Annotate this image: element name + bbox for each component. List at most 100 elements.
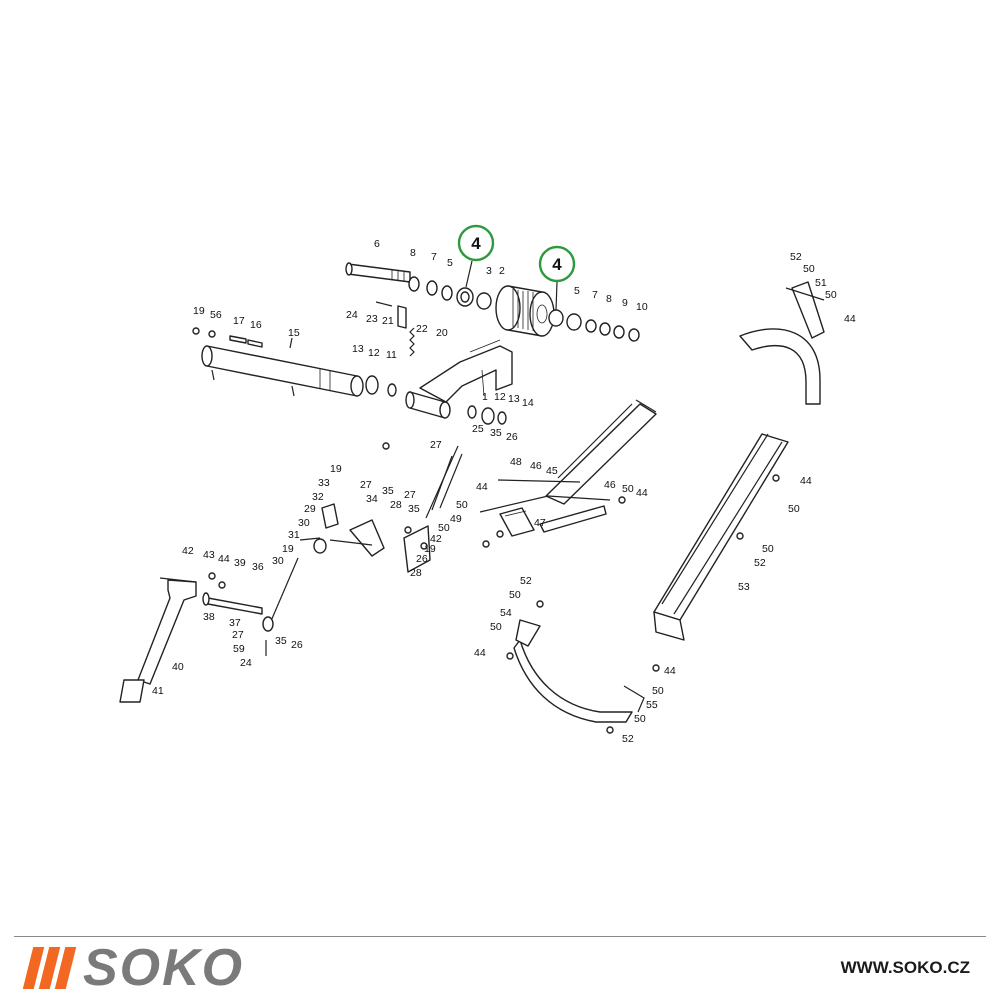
part-label-33: 30 <box>272 555 284 567</box>
part-label-2: 2 <box>499 265 505 277</box>
part-label-32: 31 <box>288 529 300 541</box>
part-label-52: 50 <box>438 522 450 534</box>
part-label-7: 7 <box>592 289 598 301</box>
part-label-15: 15 <box>288 327 300 339</box>
part-label-25: 25 <box>472 423 484 435</box>
part-label-54: 52 <box>622 733 634 745</box>
part-label-42: 40 <box>172 661 184 673</box>
part-label-36: 34 <box>366 493 378 505</box>
part-label-35: 33 <box>318 477 330 489</box>
part-label-46: 44 <box>800 475 812 487</box>
part-label-34: 32 <box>312 491 324 503</box>
part-label-5: 5 <box>574 285 580 297</box>
part-label-19: 19 <box>330 463 342 475</box>
part-label-52: 50 <box>456 499 468 511</box>
part-label-7: 7 <box>431 251 437 263</box>
footer-divider <box>14 936 986 937</box>
part-label-37: 35 <box>382 485 394 497</box>
part-label-49: 47 <box>534 517 546 529</box>
part-label-46: 44 <box>664 665 676 677</box>
part-label-52: 50 <box>762 543 774 555</box>
part-number-labels: 1 2 3 5 6 7 8 5 7 8 9 10 11 12 12 13 13 … <box>152 238 856 745</box>
part-label-13: 13 <box>352 343 364 355</box>
part-label-26: 26 <box>416 553 428 565</box>
website-link[interactable]: WWW.SOKO.CZ <box>840 958 970 977</box>
part-label-26: 26 <box>291 639 303 651</box>
part-label-40: 38 <box>203 611 215 623</box>
callouts: 4 4 <box>457 224 576 311</box>
part-label-45: 43 <box>203 549 215 561</box>
part-label-53: 51 <box>815 277 827 289</box>
part-label-52: 50 <box>803 263 815 275</box>
part-label-24: 24 <box>240 657 252 669</box>
part-label-28: 28 <box>410 567 422 579</box>
part-label-44: 42 <box>182 545 194 557</box>
part-label-19: 19 <box>282 543 294 555</box>
part-label-46: 44 <box>474 647 486 659</box>
part-label-52: 50 <box>490 621 502 633</box>
part-label-52: 50 <box>509 589 521 601</box>
part-label-12: 12 <box>494 391 506 403</box>
part-label-46: 44 <box>844 313 856 325</box>
part-label-39: 37 <box>229 617 241 629</box>
part-label-46: 44 <box>218 553 230 565</box>
part-label-38: 36 <box>252 561 264 573</box>
part-label-54: 52 <box>520 575 532 587</box>
part-label-48: 46 <box>604 479 616 491</box>
part-label-21: 21 <box>382 315 394 327</box>
part-label-41: 39 <box>234 557 246 569</box>
part-label-46: 44 <box>636 487 648 499</box>
part-label-8: 8 <box>606 293 612 305</box>
part-label-6: 6 <box>374 238 380 250</box>
part-label-43: 41 <box>152 685 164 697</box>
part-label-24: 24 <box>346 309 358 321</box>
part-label-56: 54 <box>500 607 512 619</box>
part-label-27: 27 <box>360 479 372 491</box>
callout-ring <box>538 245 576 283</box>
logo-bars-icon <box>22 947 77 989</box>
part-label-37: 35 <box>408 503 420 515</box>
part-label-50: 48 <box>510 456 522 468</box>
part-label-19: 19 <box>193 305 205 317</box>
part-label-13: 13 <box>508 393 520 405</box>
part-label-52: 50 <box>634 713 646 725</box>
part-label-37: 35 <box>275 635 287 647</box>
part-label-29: 28 <box>390 499 402 511</box>
part-label-16: 16 <box>250 319 262 331</box>
part-label-58: 55 <box>646 699 658 711</box>
part-label-59: 56 <box>210 309 222 321</box>
part-label-3: 3 <box>486 265 492 277</box>
part-label-11: 11 <box>386 349 397 361</box>
part-label-51: 49 <box>450 513 462 525</box>
part-label-10: 10 <box>636 301 648 313</box>
callout-ring <box>457 224 495 262</box>
part-label-52: 50 <box>788 503 800 515</box>
part-label-23: 23 <box>366 313 378 325</box>
part-label-22: 22 <box>416 323 428 335</box>
part-label-57: 59 <box>233 643 245 655</box>
part-label-48: 46 <box>530 460 542 472</box>
part-label-52: 50 <box>652 685 664 697</box>
callout-label: 4 <box>552 255 562 274</box>
part-label-44: 42 <box>430 533 442 545</box>
part-label-17: 17 <box>233 315 245 327</box>
drawing-lines <box>119 262 825 734</box>
part-label-9: 9 <box>622 297 628 309</box>
part-label-26: 26 <box>506 431 518 443</box>
part-label-52: 50 <box>622 483 634 495</box>
part-label-27: 27 <box>430 439 442 451</box>
part-label-8: 8 <box>410 247 416 259</box>
part-label-46: 44 <box>476 481 488 493</box>
part-label-31: 30 <box>298 517 310 529</box>
part-label-1: 1 <box>482 391 488 403</box>
part-label-30: 29 <box>304 503 316 515</box>
part-label-5: 5 <box>447 257 453 269</box>
part-label-27: 27 <box>232 629 244 641</box>
part-label-37: 35 <box>490 427 502 439</box>
part-label-27: 27 <box>404 489 416 501</box>
exploded-parts-diagram: 4 4 1 2 3 5 6 7 8 5 7 8 9 10 11 12 12 13… <box>119 224 856 745</box>
part-label-19: 19 <box>424 543 436 555</box>
part-label-14: 14 <box>522 397 534 409</box>
part-label-12: 12 <box>368 347 380 359</box>
part-label-52: 50 <box>825 289 837 301</box>
